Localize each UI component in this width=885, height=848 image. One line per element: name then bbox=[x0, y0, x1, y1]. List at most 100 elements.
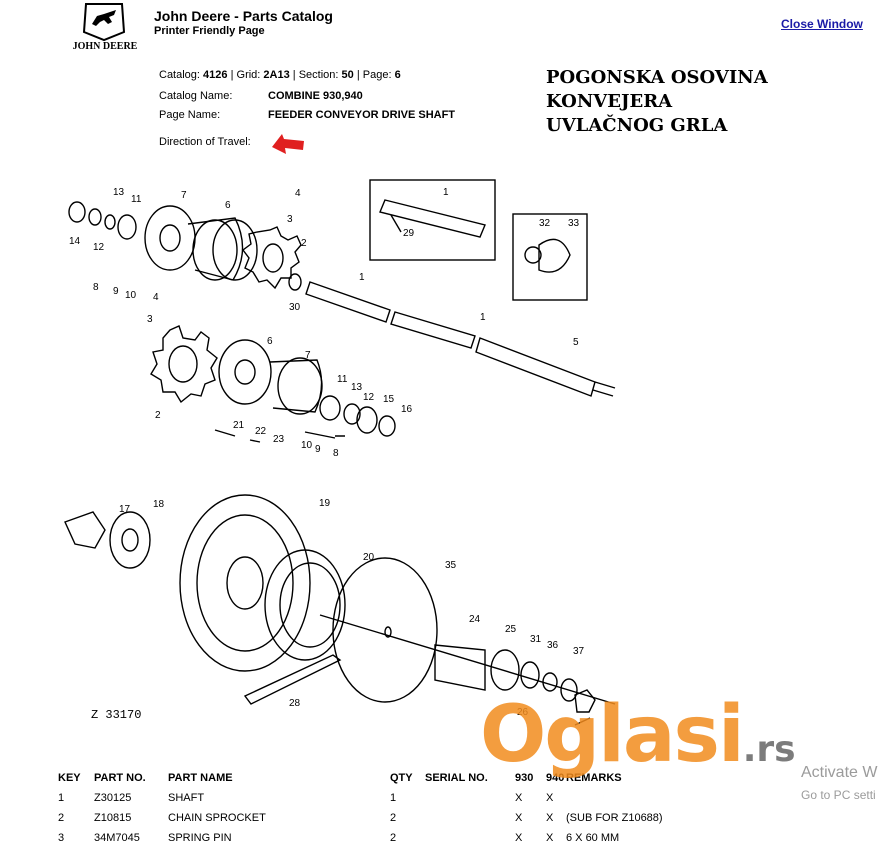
svg-text:37: 37 bbox=[573, 646, 585, 657]
cell-part-name: SPRING PIN bbox=[168, 832, 232, 844]
cell-key: 2 bbox=[58, 812, 65, 824]
cell-930: X bbox=[515, 812, 523, 824]
table-row: 1 Z30125 SHAFT 1 X X bbox=[58, 788, 716, 808]
direction-label: Direction of Travel: bbox=[159, 136, 251, 148]
catalog-name-label: Catalog Name: bbox=[159, 90, 233, 102]
svg-text:11: 11 bbox=[131, 194, 142, 205]
svg-text:16: 16 bbox=[401, 404, 413, 415]
close-window-link[interactable]: Close Window bbox=[781, 17, 863, 31]
svg-text:10: 10 bbox=[125, 290, 137, 301]
svg-text:3: 3 bbox=[147, 314, 153, 325]
page-label: Page: bbox=[362, 69, 392, 81]
svg-text:9: 9 bbox=[315, 444, 321, 455]
svg-text:23: 23 bbox=[273, 434, 285, 445]
cell-remarks: (SUB FOR Z10688) bbox=[566, 812, 663, 824]
svg-text:30: 30 bbox=[289, 302, 301, 313]
inset-box-collar bbox=[512, 213, 588, 301]
col-header-qty: QTY bbox=[390, 772, 413, 784]
svg-text:18: 18 bbox=[153, 499, 165, 510]
svg-text:24: 24 bbox=[469, 614, 481, 625]
overlay-title-line: KONVEJERA bbox=[546, 91, 673, 112]
svg-text:36: 36 bbox=[547, 640, 559, 651]
svg-text:1: 1 bbox=[480, 312, 486, 323]
cell-key: 3 bbox=[58, 832, 65, 844]
grid-value: 2A13 bbox=[263, 69, 290, 81]
svg-text:8: 8 bbox=[333, 448, 339, 459]
svg-text:12: 12 bbox=[93, 242, 105, 253]
table-row: 3 34M7045 SPRING PIN 2 X X 6 X 60 MM bbox=[58, 828, 716, 848]
svg-text:25: 25 bbox=[505, 624, 517, 635]
svg-text:35: 35 bbox=[445, 560, 457, 571]
svg-text:31: 31 bbox=[530, 634, 542, 645]
col-header-part-name: PART NAME bbox=[168, 772, 233, 784]
catalog-label: Catalog: bbox=[159, 69, 200, 81]
svg-text:4: 4 bbox=[153, 292, 159, 303]
inset-box-shaft bbox=[369, 179, 496, 261]
catalog-info-line: Catalog: 4126 | Grid: 2A13 | Section: 50… bbox=[159, 69, 401, 81]
cell-940: X bbox=[546, 812, 554, 824]
svg-text:4: 4 bbox=[295, 188, 301, 199]
svg-text:19: 19 bbox=[319, 498, 331, 509]
cell-serial bbox=[425, 808, 515, 828]
cell-serial bbox=[425, 828, 515, 848]
activate-windows-subtext: Go to PC setti bbox=[801, 788, 876, 802]
cell-qty: 1 bbox=[390, 792, 397, 804]
cell-930: X bbox=[515, 832, 523, 844]
col-header-part-no: PART NO. bbox=[94, 772, 146, 784]
svg-text:7: 7 bbox=[305, 350, 311, 361]
page-subtitle: Printer Friendly Page bbox=[154, 25, 265, 37]
col-header-remarks: REMARKS bbox=[566, 772, 622, 784]
svg-text:9: 9 bbox=[113, 286, 119, 297]
svg-text:14: 14 bbox=[69, 236, 81, 247]
overlay-title: POGONSKA OSOVINA KONVEJERA UVLAČNOG GRLA bbox=[546, 66, 768, 138]
svg-text:13: 13 bbox=[113, 187, 125, 198]
red-arrow-icon bbox=[272, 134, 304, 154]
svg-text:22: 22 bbox=[255, 426, 267, 437]
svg-text:32: 32 bbox=[539, 218, 551, 229]
svg-text:33: 33 bbox=[568, 218, 580, 229]
svg-text:10: 10 bbox=[301, 440, 313, 451]
col-header-930: 930 bbox=[515, 772, 534, 784]
cell-part-name: CHAIN SPROCKET bbox=[168, 812, 266, 824]
page-name-label: Page Name: bbox=[159, 109, 221, 121]
svg-text:8: 8 bbox=[93, 282, 99, 293]
catalog-value: 4126 bbox=[203, 69, 228, 81]
svg-text:2: 2 bbox=[301, 238, 307, 249]
table-row: 2 Z10815 CHAIN SPROCKET 2 X X (SUB FOR Z… bbox=[58, 808, 716, 828]
svg-text:20: 20 bbox=[363, 552, 375, 563]
brand-name: JOHN DEERE bbox=[73, 41, 138, 52]
svg-text:7: 7 bbox=[181, 190, 187, 201]
page-value: 6 bbox=[394, 69, 401, 81]
watermark-logo-text: Oglasi bbox=[480, 690, 745, 780]
cell-940: X bbox=[546, 832, 554, 844]
svg-text:21: 21 bbox=[233, 420, 245, 431]
svg-text:11: 11 bbox=[337, 374, 348, 385]
cell-930: X bbox=[515, 792, 523, 804]
parts-table: KEY PART NO. PART NAME QTY SERIAL NO. 93… bbox=[58, 768, 716, 848]
cell-part-no: Z30125 bbox=[94, 792, 132, 804]
catalog-name-value: COMBINE 930,940 bbox=[268, 90, 363, 102]
cell-part-no: Z10815 bbox=[94, 812, 132, 824]
cell-part-no: 34M7045 bbox=[94, 832, 140, 844]
overlay-title-line: POGONSKA OSOVINA bbox=[546, 67, 768, 88]
col-header-940: 940 bbox=[546, 772, 565, 784]
col-header-serial: SERIAL NO. bbox=[425, 772, 488, 784]
svg-text:28: 28 bbox=[289, 698, 301, 709]
svg-text:15: 15 bbox=[383, 394, 395, 405]
cell-remarks bbox=[566, 788, 716, 808]
cell-remarks: 6 X 60 MM bbox=[566, 832, 620, 844]
drawing-number: Z 33170 bbox=[91, 708, 142, 722]
svg-text:17: 17 bbox=[119, 504, 131, 515]
john-deere-logo: JOHN DEERE bbox=[73, 3, 138, 52]
cell-part-name: SHAFT bbox=[168, 792, 205, 804]
svg-text:13: 13 bbox=[351, 382, 363, 393]
table-header-row: KEY PART NO. PART NAME QTY SERIAL NO. 93… bbox=[58, 768, 716, 788]
activate-windows-text: Activate W bbox=[801, 764, 878, 781]
svg-text:6: 6 bbox=[267, 336, 273, 347]
cell-qty: 2 bbox=[390, 832, 397, 844]
svg-text:12: 12 bbox=[363, 392, 375, 403]
col-header-key: KEY bbox=[58, 772, 81, 784]
svg-text:1: 1 bbox=[443, 187, 449, 198]
section-label: Section: bbox=[298, 69, 339, 81]
